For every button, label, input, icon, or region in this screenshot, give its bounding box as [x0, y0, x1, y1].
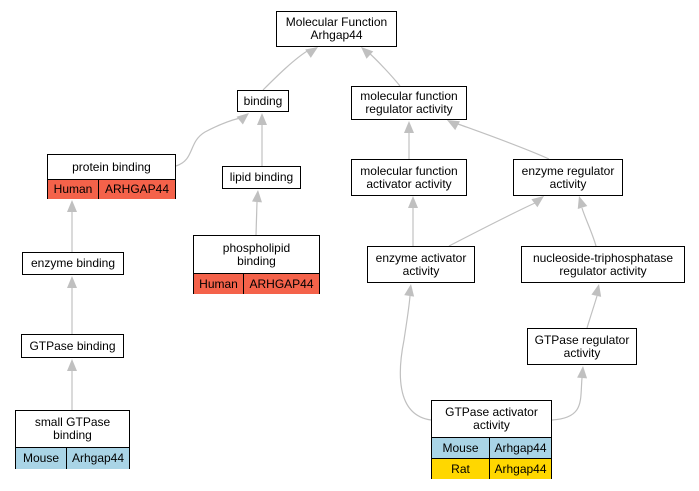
node-label-line: phospholipid [222, 240, 291, 255]
edge-eaa-to-era [448, 196, 544, 247]
edge-arrowhead [404, 284, 415, 297]
edge-arrowhead [577, 196, 588, 209]
edge-binding-to-root [262, 47, 318, 91]
edge-line [262, 49, 310, 91]
org-row-mouse: Mouse Arhgap44 [432, 437, 551, 458]
edge-line [586, 295, 598, 329]
node-label-line: GTPase regulator [534, 332, 630, 347]
edge-mfaa-to-mfra [404, 121, 414, 159]
node-label-line: regulator activity [559, 263, 647, 278]
species-cell: Mouse [432, 438, 489, 458]
edge-line [399, 295, 432, 421]
edge-line [175, 117, 241, 167]
edge-enzyme_binding-to-protein_binding [67, 200, 77, 252]
edge-arrowhead [236, 113, 249, 125]
edge-arrowhead [577, 366, 588, 379]
edge-arrowhead [67, 359, 77, 371]
node-binding[interactable]: binding [237, 90, 289, 112]
edge-line [448, 202, 536, 247]
node-label-line: lipid binding [229, 170, 294, 184]
edge-line [367, 51, 401, 87]
gene-cell: Arhgap44 [489, 438, 551, 458]
node-label-line: binding [243, 93, 283, 108]
edge-arrowhead [257, 113, 267, 125]
species-cell: Rat [432, 459, 489, 479]
node-label-line: activity [563, 345, 601, 360]
edge-mfra-to-root [361, 47, 401, 87]
node-label-line: enzyme regulator [521, 163, 615, 178]
edge-protein_binding-to-binding [175, 113, 249, 167]
org-row-human: Human ARHGAP44 [194, 273, 319, 294]
edge-ntpra-to-era [577, 196, 597, 247]
org-row-rat: Rat Arhgap44 [432, 458, 551, 479]
edge-line [457, 123, 550, 160]
node-label-line: activity [402, 263, 440, 278]
node-label-line: regulator activity [365, 102, 453, 116]
edge-line [255, 201, 258, 236]
node-protein-binding[interactable]: protein binding Human ARHGAP44 [47, 154, 176, 199]
node-label-line: Arhgap44 [310, 28, 363, 42]
gene-cell: Arhgap44 [66, 448, 129, 469]
node-label-line: molecular function [360, 163, 458, 178]
edge-line [551, 377, 583, 421]
node-label-line: binding [53, 428, 92, 442]
node-label-line: GTPase activator [445, 405, 538, 419]
node-label-line: enzyme activator [375, 250, 467, 265]
edge-gtpase_act-to-eaa [399, 284, 432, 421]
edge-arrowhead [404, 121, 414, 133]
edge-arrowhead [447, 120, 460, 131]
edge-gtpase_binding-to-enzyme_binding [67, 276, 77, 334]
node-label-line: GTPase binding [29, 338, 116, 353]
gene-cell: ARHGAP44 [98, 180, 175, 199]
edge-eaa-to-mfaa [408, 196, 418, 246]
edge-arrowhead [408, 196, 418, 208]
node-enzyme-binding[interactable]: enzyme binding [22, 252, 124, 275]
node-label-line: small GTPase [34, 415, 111, 429]
species-cell: Human [48, 180, 98, 199]
org-row-human: Human ARHGAP44 [48, 179, 175, 199]
edge-arrowhead [67, 200, 77, 212]
edge-era-to-mfra [447, 120, 550, 160]
edge-arrowhead [67, 276, 77, 288]
edge-arrowhead [252, 190, 262, 203]
edge-arrowhead [305, 47, 318, 58]
edge-line [581, 207, 597, 247]
node-lipid-binding[interactable]: lipid binding [222, 166, 301, 189]
edge-lipid_binding-to-binding [257, 113, 267, 166]
gene-cell: Arhgap44 [489, 459, 551, 479]
species-cell: Human [194, 274, 243, 294]
edge-gtpase_reg-to-ntpra [586, 284, 602, 329]
gene-cell: ARHGAP44 [243, 274, 319, 294]
edge-small_gtpase-to-gtpase_binding [67, 359, 77, 410]
node-gtpase-binding[interactable]: GTPase binding [21, 334, 124, 358]
edge-arrowhead [591, 284, 602, 297]
node-label-line: enzyme binding [30, 256, 116, 270]
node-label-line: activity [473, 418, 510, 432]
node-label-line: protein binding [72, 159, 151, 174]
node-label-line: molecular function [360, 89, 458, 103]
edge-arrowhead [361, 47, 374, 59]
node-label-line: binding [237, 253, 276, 268]
edge-phospholipid_binding-to-lipid_binding [252, 190, 262, 236]
edge-gtpase_act-to-gtpase_reg [551, 366, 588, 421]
node-label-line: activator activity [366, 176, 452, 191]
species-cell: Mouse [16, 448, 66, 469]
node-label-line: Molecular Function [285, 15, 388, 29]
node-label-line: nucleoside-triphosphatase [532, 250, 674, 265]
org-row-mouse: Mouse Arhgap44 [16, 447, 129, 469]
node-label-line: activity [549, 176, 587, 191]
edge-arrowhead [531, 196, 544, 208]
